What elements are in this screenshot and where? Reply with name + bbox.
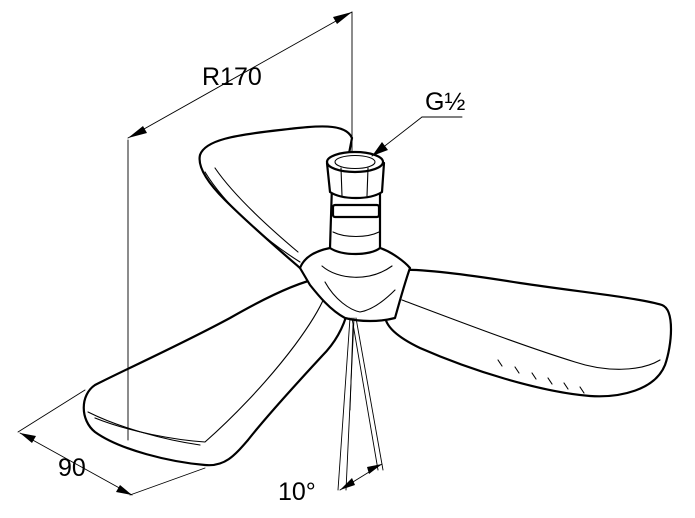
angle-dimension: 10° [278,317,384,506]
angle-arrow-left [340,478,355,490]
central-hub [298,246,412,323]
angle-label: 10° [278,478,316,506]
callout-arrow [372,142,388,156]
arrow-head-left [128,126,147,138]
angle-arrow-right [367,464,382,474]
arrow-head-right [333,12,352,24]
arm-right [383,267,673,398]
radius-label: R170 [202,63,262,91]
width-label: 90 [58,454,86,482]
width-dimension: 90 [17,389,206,496]
arm-front-left [82,276,350,467]
arrow-head-bottom [116,485,132,495]
thread-callout: G½ [371,88,465,157]
thread-label: G½ [425,88,465,116]
connector-neck [325,150,386,256]
radius-dimension: R170 [127,11,353,441]
arrow-head-top [20,433,36,443]
spray-nozzles [497,359,585,394]
